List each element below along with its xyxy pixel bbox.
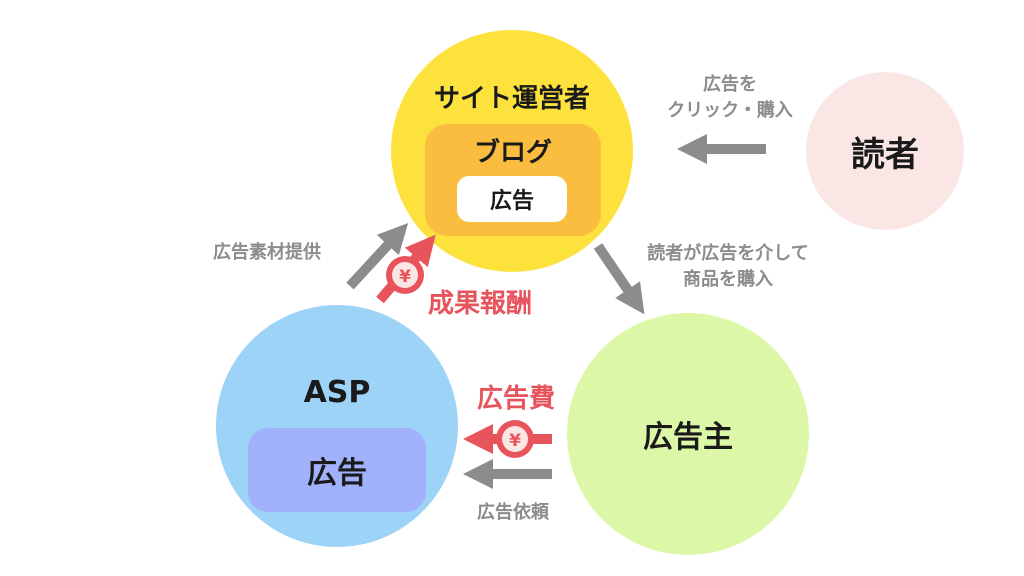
- reader-to-site-label: 広告を クリック・購入: [640, 72, 820, 124]
- asp-to-site-material-label: 広告素材提供: [213, 242, 321, 263]
- site-to-advertiser-label: 読者が広告を介して 商品を購入: [618, 241, 838, 293]
- site-to-advertiser-line2: 商品を購入: [683, 269, 773, 290]
- blog-ad-box: 広告: [457, 176, 567, 222]
- arrow-icon: [346, 222, 409, 290]
- advertiser-label: 広告主: [643, 420, 733, 455]
- advertiser-to-asp-request-label: 広告依頼: [477, 502, 549, 523]
- asp-label: ASP: [303, 374, 371, 410]
- asp-ad-box: 広告: [248, 428, 426, 512]
- asp-to-site-reward-label: 成果報酬: [428, 289, 533, 319]
- arrow-icon: [593, 243, 645, 315]
- reader-to-site-line1: 広告を: [703, 74, 757, 95]
- yen-coin-icon: ¥: [496, 420, 534, 458]
- reader-node: 読者: [806, 72, 964, 230]
- site-to-advertiser-line1: 読者が広告を介して: [647, 243, 809, 264]
- svg-text:¥: ¥: [399, 267, 411, 287]
- site-operator-label: サイト運営者: [433, 83, 590, 114]
- reader-label: 読者: [851, 134, 919, 175]
- advertiser-node: 広告主: [567, 313, 809, 555]
- blog-label: ブログ: [473, 137, 552, 168]
- reader-to-site-line2: クリック・購入: [667, 100, 793, 121]
- advertiser-to-asp-fee-label: 広告費: [476, 384, 555, 414]
- yen-coin-icon: ¥: [386, 256, 424, 294]
- svg-text:¥: ¥: [509, 431, 521, 451]
